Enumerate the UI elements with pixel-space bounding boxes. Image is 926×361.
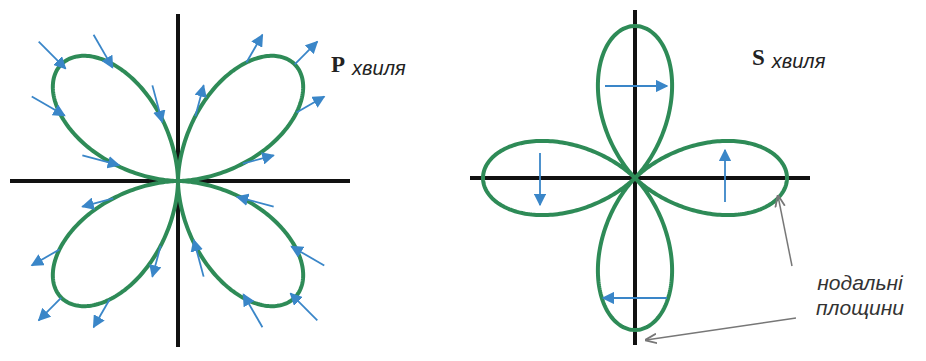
shear-arrow <box>605 85 667 87</box>
wave-word: хвиля <box>352 57 406 80</box>
motion-arrow <box>152 85 162 122</box>
shear-arrow <box>539 153 541 205</box>
motion-arrow <box>152 246 160 277</box>
motion-arrow <box>195 85 203 116</box>
wave-letter: S <box>752 45 765 71</box>
horizontal-axis <box>470 176 810 180</box>
wave-letter: P <box>331 52 345 78</box>
motion-arrow <box>82 198 113 206</box>
motion-arrow <box>243 294 262 327</box>
p-wave-lobes <box>53 56 303 306</box>
motion-arrow <box>82 155 119 165</box>
shear-arrows <box>540 86 725 298</box>
motion-arrow <box>194 240 204 277</box>
shear-arrow <box>603 297 667 299</box>
lobe-group <box>53 26 787 330</box>
motion-arrow <box>291 246 324 265</box>
motion-arrow <box>39 42 66 69</box>
motion-arrow <box>297 97 325 113</box>
motion-arrow <box>94 300 110 328</box>
leader-lines <box>646 196 796 340</box>
motion-arrow <box>290 293 317 320</box>
motion-arrow <box>246 35 262 63</box>
motion-arrow <box>94 35 113 68</box>
wave-word: хвиля <box>772 50 826 73</box>
s-wave-lobes <box>483 26 787 330</box>
motion-arrow <box>295 42 318 65</box>
nodal-plane-label: нодальні площини <box>798 270 922 320</box>
motion-arrows <box>32 35 324 327</box>
motion-arrow <box>32 97 65 116</box>
motion-arrow <box>237 197 274 207</box>
motion-arrow <box>39 298 62 321</box>
motion-arrow <box>243 155 274 163</box>
leader-line <box>778 196 792 266</box>
motion-arrow <box>32 249 60 265</box>
shear-arrow <box>724 150 726 202</box>
leader-line <box>646 318 796 340</box>
axes <box>10 10 810 347</box>
